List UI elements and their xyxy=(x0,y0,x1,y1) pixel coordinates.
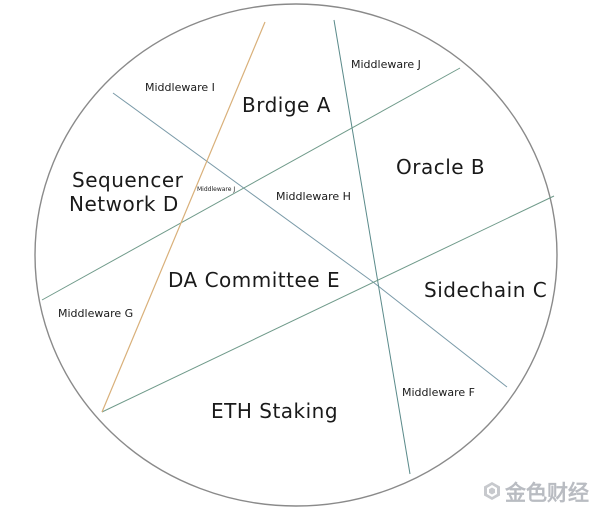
label-da-committee-e: DA Committee E xyxy=(168,268,340,292)
label-middleware-f: Middleware F xyxy=(402,386,475,399)
line-green-lower xyxy=(101,195,555,413)
label-oracle-b: Oracle B xyxy=(396,155,485,179)
line-blue-long xyxy=(372,281,508,388)
watermark-logo-icon xyxy=(484,482,500,500)
label-middleware-g: Middleware G xyxy=(58,307,133,320)
line-blue-top-left xyxy=(112,92,374,283)
line-green-upper xyxy=(41,67,461,301)
outer-ellipse xyxy=(34,3,558,507)
watermark: 金色财经 xyxy=(484,481,589,505)
label-sequencer-line1: Sequencer xyxy=(72,168,184,192)
label-sequencer-line2: Network D xyxy=(69,192,179,216)
label-sidechain-c: Sidechain C xyxy=(424,278,547,302)
line-teal-vertical xyxy=(333,19,411,475)
label-middleware-h: Middleware H xyxy=(276,190,351,203)
label-bridge-a: Brdige A xyxy=(242,93,331,117)
label-middleware-j-small: Middleware J xyxy=(197,186,235,193)
label-middleware-j: Middleware J xyxy=(351,58,421,71)
label-middleware-i: Middleware I xyxy=(145,81,215,94)
label-eth-staking: ETH Staking xyxy=(211,399,338,423)
line-orange xyxy=(101,21,266,413)
watermark-text: 金色财经 xyxy=(504,481,589,505)
